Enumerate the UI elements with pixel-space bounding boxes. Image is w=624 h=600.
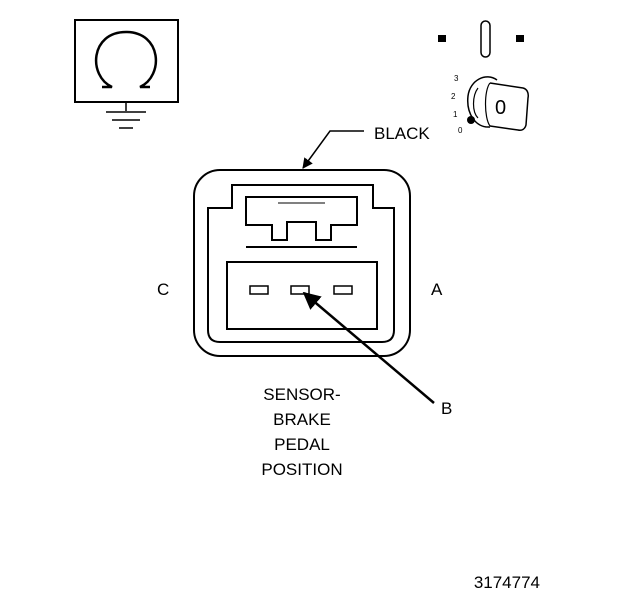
key-position-0: 0 xyxy=(458,126,463,135)
ohmmeter-icon xyxy=(74,19,179,103)
terminal-c-label: C xyxy=(157,280,169,299)
wire-color-callout: BLACK xyxy=(302,124,430,169)
terminal-a-label: A xyxy=(431,280,443,299)
ignition-key-icon: 3 2 1 0 0 xyxy=(451,74,529,135)
terminal-b-pin xyxy=(290,285,310,295)
connector-outer-shell xyxy=(193,169,411,357)
figure-number: 3174774 xyxy=(474,573,540,592)
terminal-b-label: B xyxy=(441,399,452,418)
key-position-marker xyxy=(467,116,475,124)
connector-inner-outline xyxy=(207,184,395,343)
key-position-1: 1 xyxy=(453,110,458,119)
component-name-line-4: POSITION xyxy=(261,460,342,479)
key-position-2: 2 xyxy=(451,92,456,101)
ground-icon xyxy=(106,102,146,129)
terminal-c-pin xyxy=(249,285,269,295)
wire-color-label: BLACK xyxy=(374,124,430,143)
connector-body xyxy=(193,169,411,357)
component-name: SENSOR- BRAKE PEDAL POSITION xyxy=(261,385,342,479)
key-position-3: 3 xyxy=(454,74,459,83)
component-name-line-1: SENSOR- xyxy=(263,385,340,404)
key-slot-icon xyxy=(438,20,524,58)
connector-latch xyxy=(245,196,358,241)
ohm-symbol-icon xyxy=(94,30,158,89)
terminal-b-callout: B xyxy=(302,291,452,418)
terminal-cavity-block xyxy=(226,261,378,330)
terminal-a-pin xyxy=(333,285,353,295)
component-name-line-2: BRAKE xyxy=(273,410,331,429)
component-name-line-3: PEDAL xyxy=(274,435,330,454)
key-label: 0 xyxy=(495,97,506,119)
